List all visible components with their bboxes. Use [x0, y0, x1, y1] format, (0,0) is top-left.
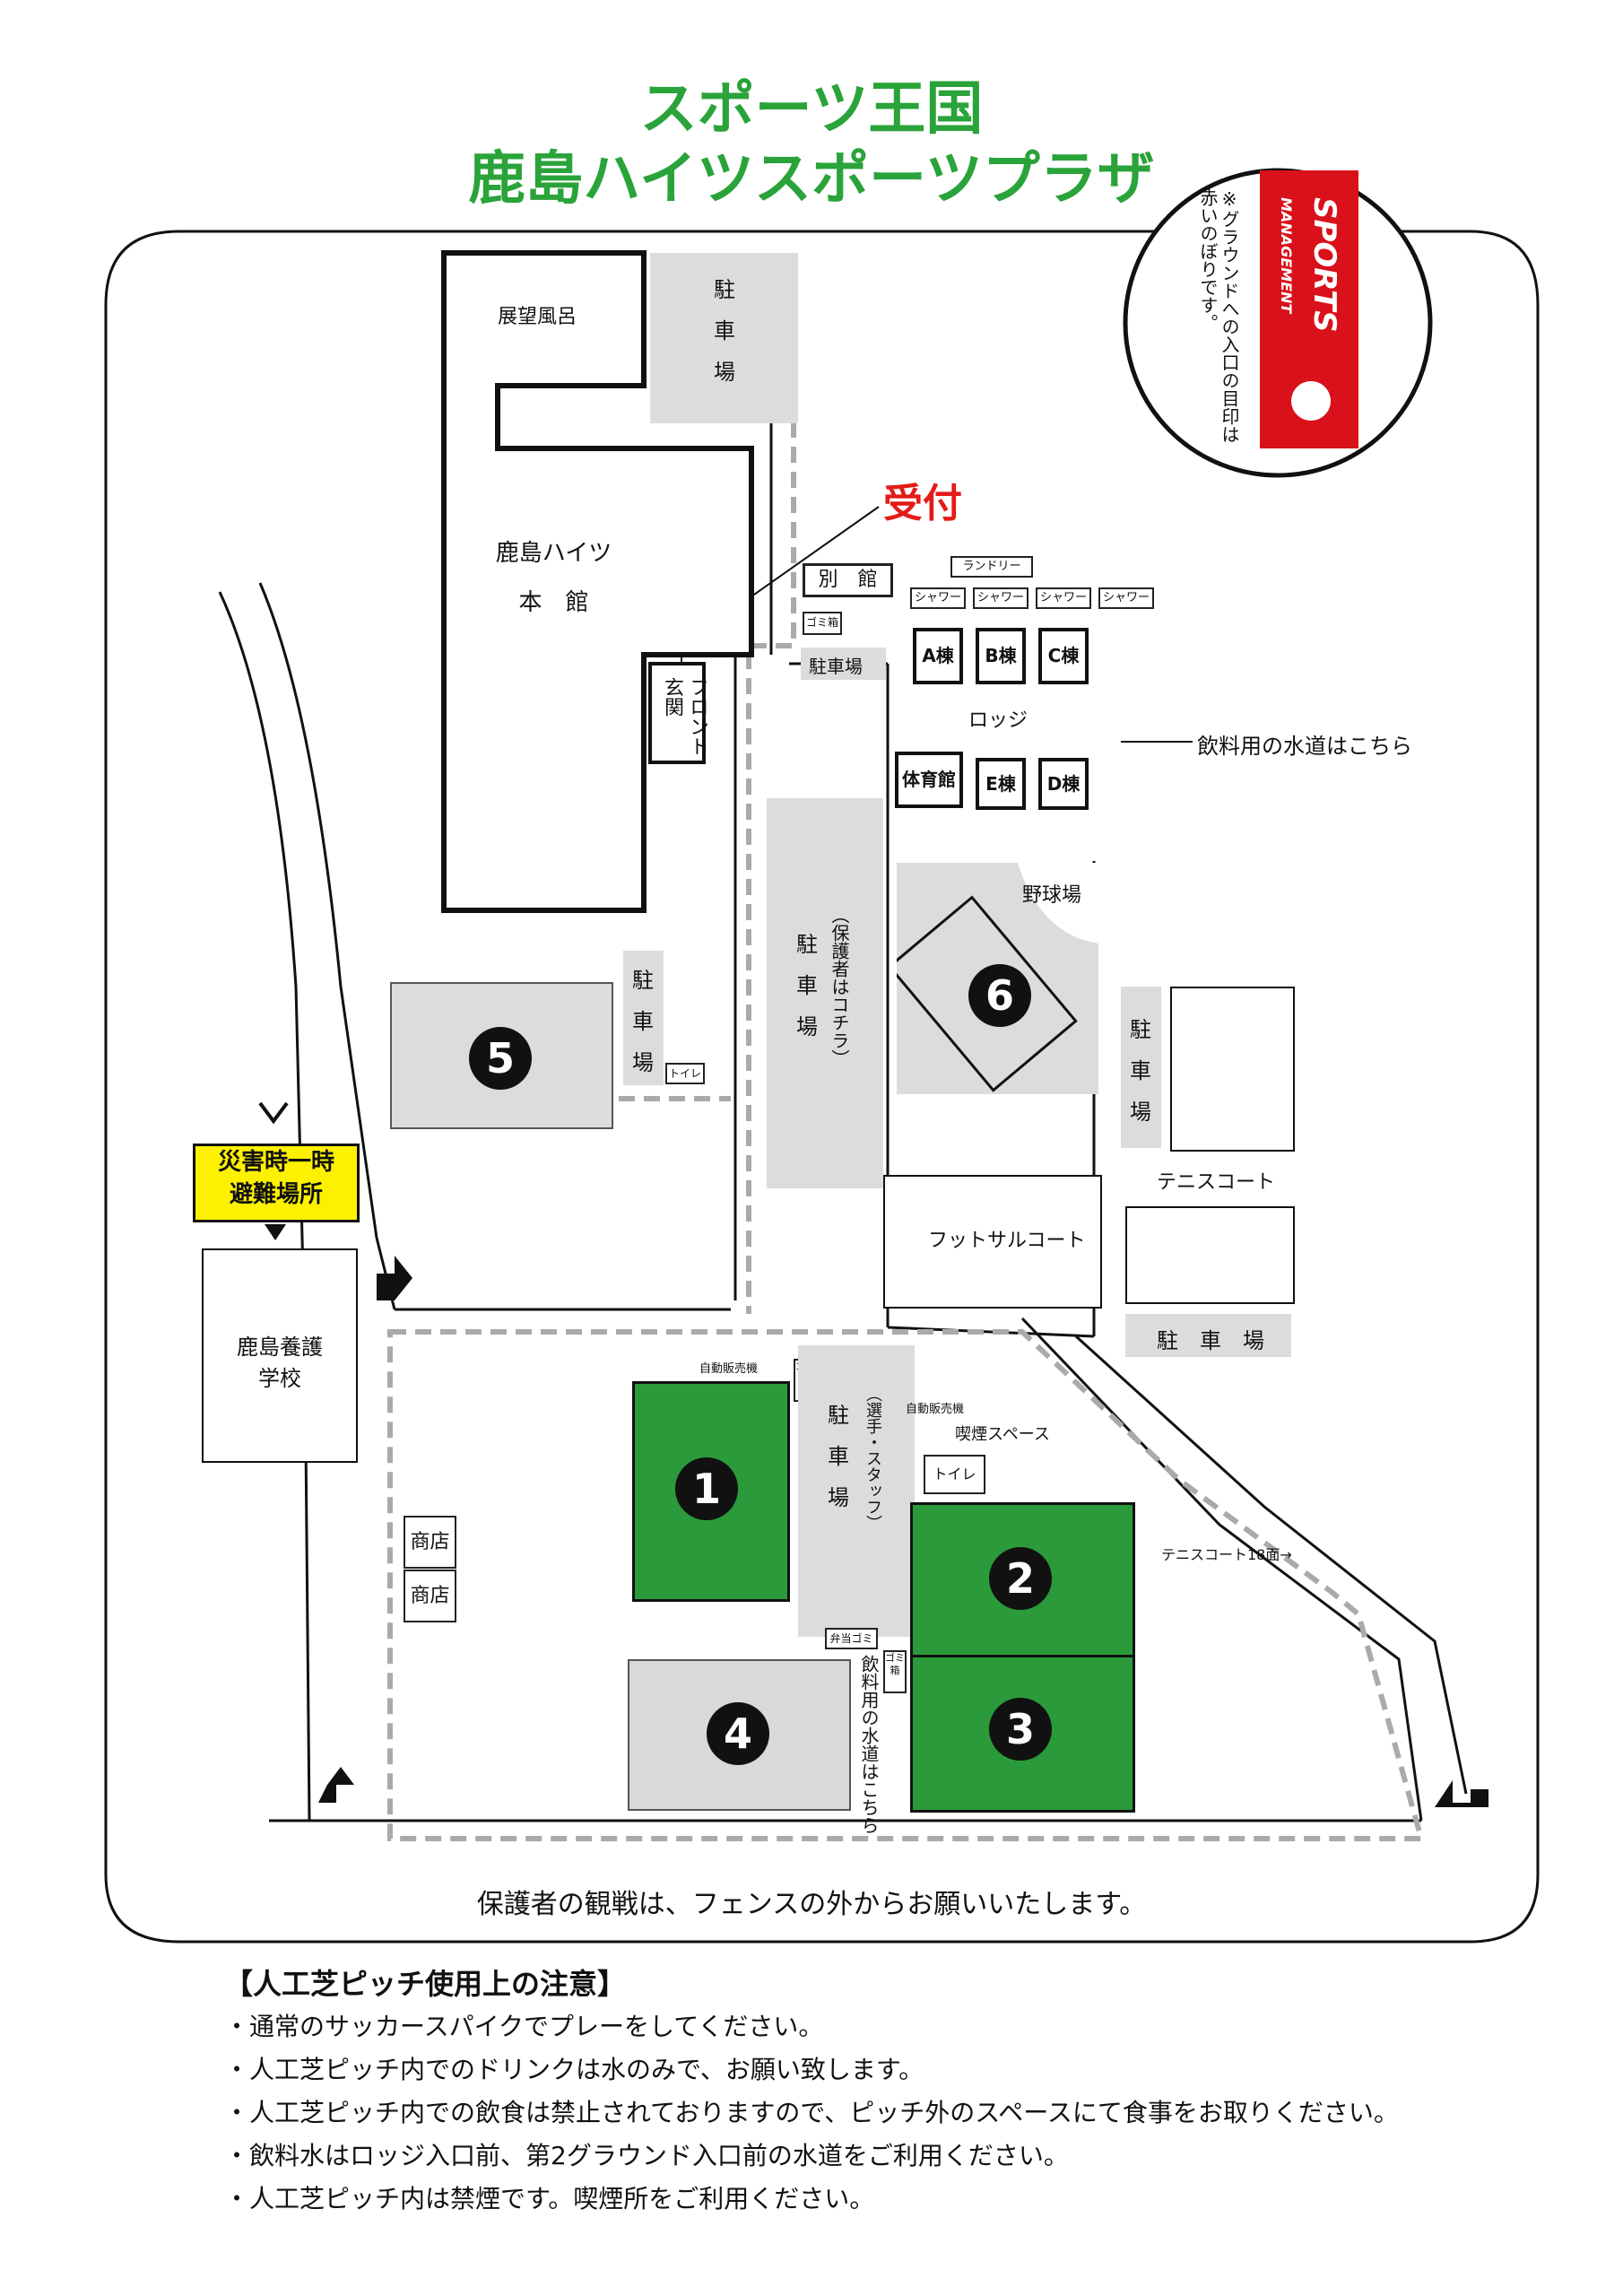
parking-left-label: 駐車場 — [632, 968, 654, 1075]
sports-flag: SPORTS MANAGEMENT — [1260, 170, 1358, 448]
notes-item: ・人工芝ピッチ内でのドリンクは水のみで、お願い致します。 — [224, 2055, 924, 2084]
parking-small — [801, 648, 886, 680]
flag-text-sports: SPORTS — [1306, 197, 1342, 333]
parking-tennis-side — [1121, 987, 1161, 1148]
trash-box-top: ゴミ箱 — [803, 612, 842, 635]
pitch-5 — [390, 982, 613, 1129]
main-building-line2: 本 館 — [518, 589, 589, 616]
shower-4: シャワー — [1098, 587, 1154, 609]
shower-1: シャワー — [910, 587, 966, 609]
notes-block: 【人工芝ピッチ使用上の注意】 ・通常のサッカースパイクでプレーをしてください。 … — [224, 1962, 1399, 2221]
flag-text-management: MANAGEMENT — [1278, 197, 1295, 314]
pitch-5-number: 5 — [469, 1027, 532, 1090]
shower-2: シャワー — [973, 587, 1028, 609]
parking-guardian-note: （保護者はコチラ） — [829, 906, 850, 1067]
toilet-right: トイレ — [924, 1455, 985, 1494]
pitch-3-number: 3 — [989, 1698, 1052, 1761]
tennis-courts-top — [1170, 987, 1295, 1152]
fence-note: 保護者の観戦は、フェンスの外からお願いいたします。 — [476, 1889, 1147, 1920]
water-note-top: 飲料用の水道はこちら — [1197, 734, 1412, 759]
school: 鹿島養護学校 — [202, 1248, 358, 1463]
parking-left — [623, 951, 664, 1085]
vending-label-2: 自動販売機 — [906, 1403, 965, 1416]
lodge-c: C棟 — [1038, 628, 1089, 684]
lodge-label: ロッジ — [968, 709, 1028, 732]
parking-players-label: 駐車場 — [828, 1403, 849, 1510]
parking-bottom-right-label: 駐 車 場 — [1157, 1328, 1264, 1353]
shop-2: 商店 — [404, 1570, 456, 1622]
lodge-a: A棟 — [913, 628, 963, 684]
down-arrow-icon — [265, 1224, 286, 1240]
parking-players — [798, 1345, 915, 1637]
title-line1: スポーツ王国 — [639, 76, 984, 143]
tennis-courts-bottom — [1125, 1206, 1295, 1304]
gym: 体育館 — [895, 752, 963, 808]
shower-3: シャワー — [1036, 587, 1091, 609]
banner-note-line1: ※グラウンドへの入口の目印は — [1219, 188, 1240, 443]
parking-top-label: 駐車場 — [714, 277, 735, 385]
trash-box-2: ゴミ箱 — [883, 1650, 907, 1693]
pitch-4-number: 4 — [707, 1702, 769, 1765]
evacuation-line2: 避難場所 — [229, 1181, 323, 1208]
annex: 別 館 — [803, 563, 893, 597]
tennis-label: テニスコート — [1157, 1171, 1276, 1194]
parking-players-note: （選手・スタッフ） — [864, 1386, 882, 1531]
lodge-d: D棟 — [1038, 758, 1089, 810]
pitch-2-number: 2 — [989, 1547, 1052, 1610]
parking-guardian — [767, 798, 883, 1188]
notes-item: ・飲料水はロッジ入口前、第2グラウンド入口前の水道をご利用ください。 — [224, 2141, 1069, 2170]
lodge-b: B棟 — [976, 628, 1026, 684]
smoking-label: 喫煙スペース — [955, 1425, 1050, 1444]
laundry: ランドリー — [950, 556, 1033, 578]
pitch-1-number: 1 — [675, 1457, 738, 1520]
bento-trash: 弁当ゴミ — [825, 1628, 878, 1649]
school-label: 鹿島養護学校 — [237, 1335, 323, 1391]
notes-item: ・人工芝ピッチ内での飲食は禁止されておりますので、ピッチ外のスペースにて食事をお… — [224, 2098, 1399, 2127]
parking-tennis-side-label: 駐車場 — [1130, 1017, 1151, 1125]
futsal-label: フットサルコート — [928, 1224, 1086, 1253]
front-entrance-label: フロント玄関 — [661, 677, 708, 756]
parking-small-label: 駐車場 — [809, 656, 863, 677]
tenbo-label: 展望風呂 — [498, 306, 577, 328]
banner-note-line2: 赤いのぼりです。 — [1197, 188, 1219, 332]
shop-1: 商店 — [404, 1516, 456, 1569]
parking-guardian-label: 駐車場 — [796, 932, 818, 1039]
evacuation-sign: 災害時一時 避難場所 — [193, 1144, 360, 1222]
main-building-label: 鹿島ハイツ 本 館 — [466, 529, 641, 628]
toilet-left: トイレ — [665, 1063, 705, 1084]
baseball-label: 野球場 — [1022, 884, 1082, 907]
tennis18-label: テニスコート18面→ — [1161, 1546, 1292, 1563]
runner-icon — [1291, 381, 1331, 421]
water-note-bottom: 飲料用の水道はこちら — [858, 1655, 880, 1834]
baseball-infield — [897, 863, 1098, 1092]
parking-bottom-right — [1125, 1314, 1291, 1357]
banner-note: ※グラウンドへの入口の目印は 赤いのぼりです。 — [1197, 188, 1240, 457]
reception-label: 受付 — [883, 481, 962, 526]
main-building-line1: 鹿島ハイツ — [495, 540, 612, 567]
pitch-6-number: 6 — [968, 964, 1031, 1027]
evacuation-line1: 災害時一時 — [217, 1149, 334, 1176]
pitch-3 — [910, 1655, 1135, 1813]
title-line2: 鹿島ハイツスポーツプラザ — [468, 146, 1155, 213]
parking-top — [650, 253, 798, 423]
notes-item: ・人工芝ピッチ内は禁煙です。喫煙所をご利用ください。 — [224, 2184, 875, 2213]
lodge-e: E棟 — [976, 758, 1026, 810]
notes-heading: 【人工芝ピッチ使用上の注意】 — [224, 1967, 627, 2001]
notes-item: ・通常のサッカースパイクでプレーをしてください。 — [224, 2012, 824, 2041]
vending-label-1: 自動販売機 — [699, 1362, 759, 1376]
